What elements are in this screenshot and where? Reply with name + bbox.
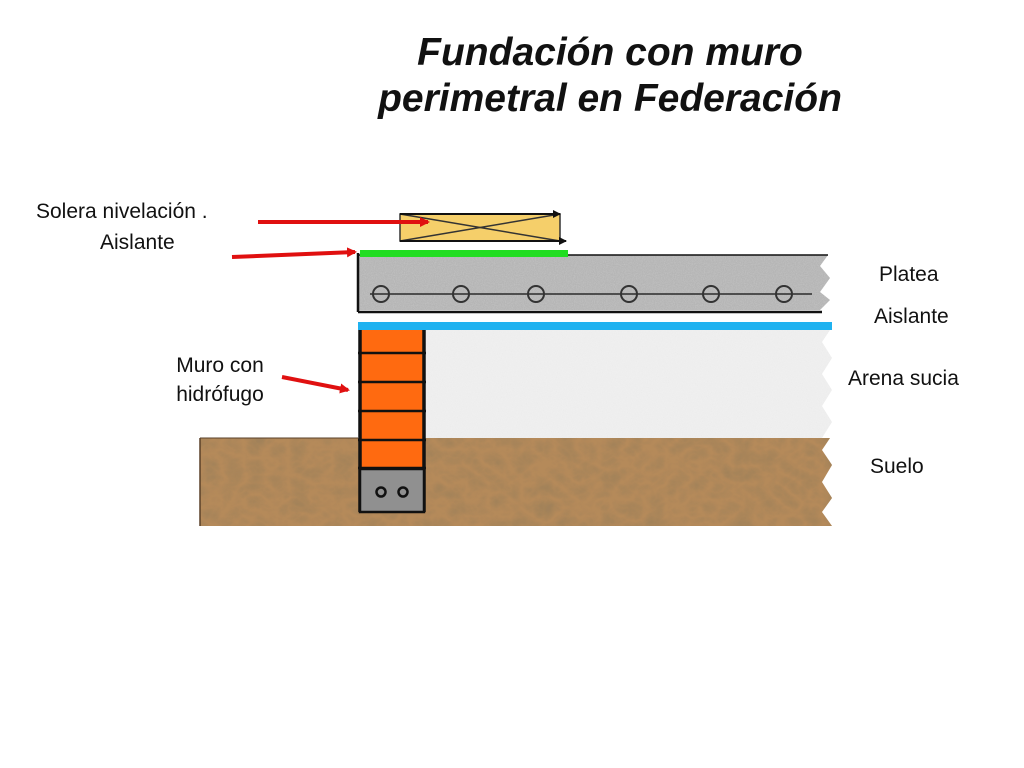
solera-beam	[399, 210, 567, 245]
label-aislante-right: Aislante	[874, 305, 949, 328]
green-insulation	[360, 250, 568, 257]
label-solera: Solera nivelación .	[36, 200, 208, 223]
soil-layer	[199, 437, 832, 526]
label-arena: Arena sucia	[848, 367, 959, 390]
slab-layer	[356, 253, 830, 314]
label-muro: Muro con hidrófugo	[160, 351, 280, 409]
label-muro-line-2: hidrófugo	[176, 383, 264, 406]
arrow-aislante-top	[231, 247, 357, 259]
label-muro-line-1: Muro con	[176, 354, 264, 377]
concrete-footing	[358, 467, 426, 514]
arrow-muro	[281, 375, 350, 394]
title-line-1: Fundación con muro	[417, 31, 803, 74]
sand-layer	[425, 330, 832, 438]
label-aislante-top: Aislante	[100, 231, 175, 254]
page-title: Fundación con muro perimetral en Federac…	[290, 30, 930, 122]
blue-insulation	[358, 322, 832, 330]
pointer-arrows	[231, 217, 430, 394]
label-platea: Platea	[879, 263, 939, 286]
rebar-circles	[372, 285, 793, 303]
title-line-2: perimetral en Federación	[378, 77, 842, 120]
label-suelo: Suelo	[870, 455, 924, 478]
